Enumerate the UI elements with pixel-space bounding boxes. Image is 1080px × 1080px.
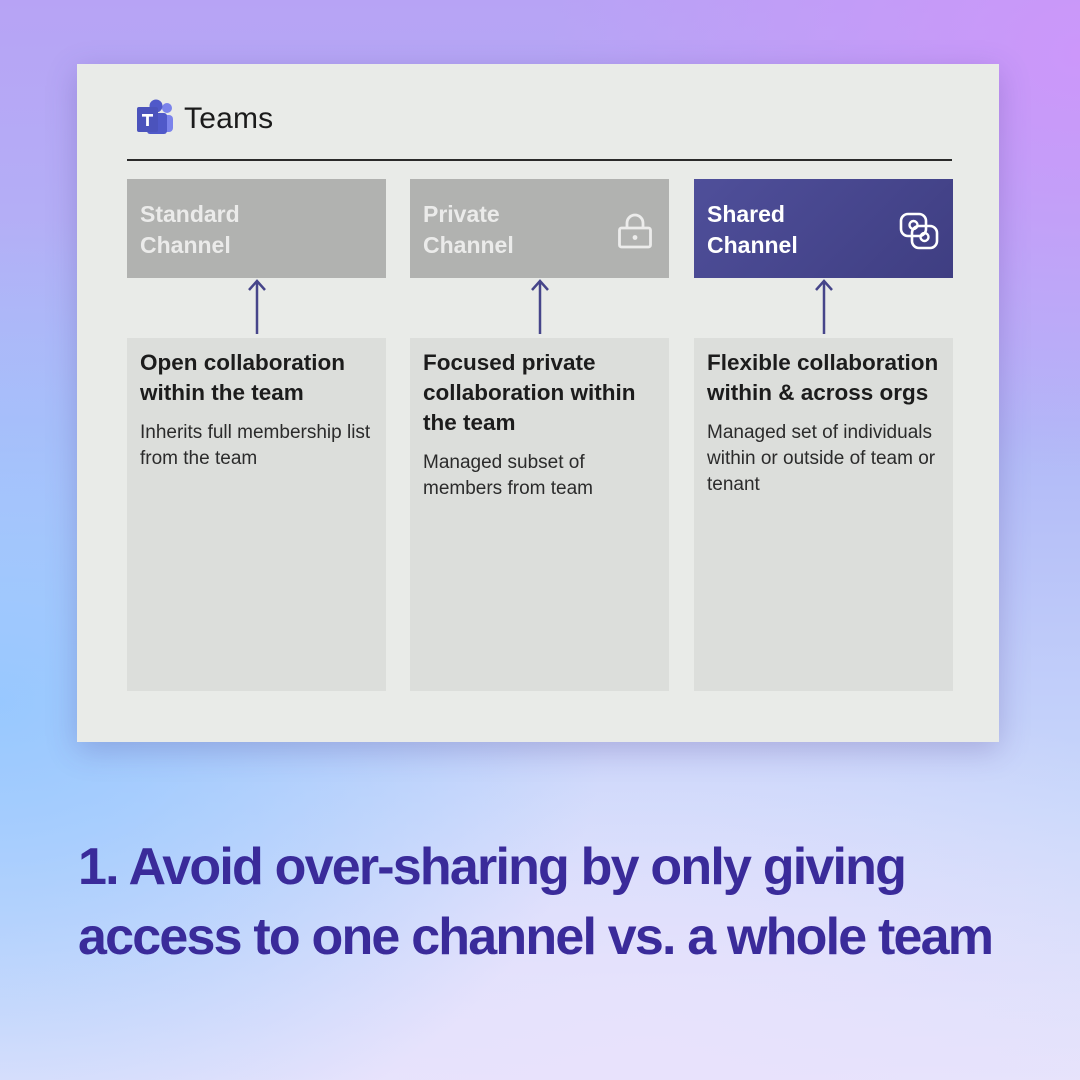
channel-description: Managed subset of members from team <box>423 452 593 499</box>
caption-text: 1. Avoid over-sharing by only giving acc… <box>78 838 994 966</box>
up-arrow-icon <box>814 279 833 334</box>
shared-channel-header: Shared Channel <box>694 179 953 278</box>
private-channel-header: Private Channel <box>410 179 669 278</box>
channel-title: Shared Channel <box>707 201 798 258</box>
channel-description: Managed set of individuals within or out… <box>707 422 936 495</box>
channel-description-box: Flexible collaboration within & across o… <box>694 338 953 691</box>
channel-description-box: Open collaboration within the team Inher… <box>127 338 386 691</box>
lock-icon <box>618 213 652 249</box>
shared-link-icon <box>899 212 939 250</box>
channel-description: Inherits full membership list from the t… <box>140 422 371 469</box>
channel-heading: Focused private collaboration within the… <box>423 350 636 435</box>
teams-brand: Teams <box>134 97 273 141</box>
teams-logo-icon <box>137 99 173 134</box>
brand-name: Teams <box>184 102 274 135</box>
channel-description-box: Focused private collaboration within the… <box>410 338 669 691</box>
channel-title: Private Channel <box>423 201 514 258</box>
channel-heading: Flexible collaboration within & across o… <box>707 350 939 405</box>
up-arrow-icon <box>247 279 266 334</box>
standard-channel-column: Standard Channel Open collaboration with… <box>127 179 386 691</box>
up-arrow-icon <box>530 279 549 334</box>
channel-types-card: Teams Standard Channel Open collaboratio… <box>77 64 999 742</box>
header-divider <box>127 159 952 161</box>
standard-channel-header: Standard Channel <box>127 179 386 278</box>
shared-channel-column: Shared Channel Flexible collaboration wi… <box>694 179 953 691</box>
channel-heading: Open collaboration within the team <box>140 350 346 405</box>
private-channel-column: Private Channel Focused private collabor… <box>410 179 669 691</box>
channel-title: Standard Channel <box>140 201 240 258</box>
